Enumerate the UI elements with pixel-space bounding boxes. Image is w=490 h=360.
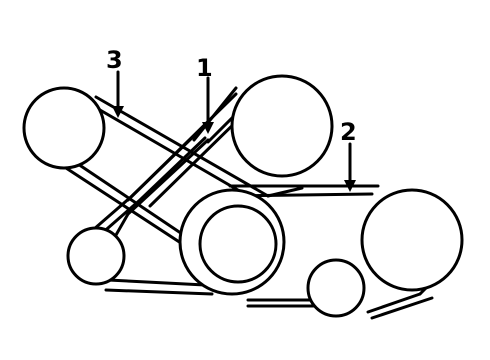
- belt-1: [126, 92, 246, 208]
- pulley-center-inner: [198, 204, 278, 284]
- callout-label-1: 1: [196, 54, 213, 82]
- arrowhead-3: [112, 106, 124, 118]
- callout-label-3: 3: [106, 46, 123, 74]
- pulley-top-right: [230, 74, 334, 178]
- arrowhead-1: [202, 122, 214, 134]
- pulley-top-left: [22, 86, 106, 170]
- pulley-bottom-left: [66, 226, 126, 286]
- arrowhead-2: [344, 180, 356, 192]
- callout-label-2: 2: [340, 118, 357, 146]
- pulley-bottom-right: [306, 258, 366, 318]
- pulley-right: [360, 188, 464, 292]
